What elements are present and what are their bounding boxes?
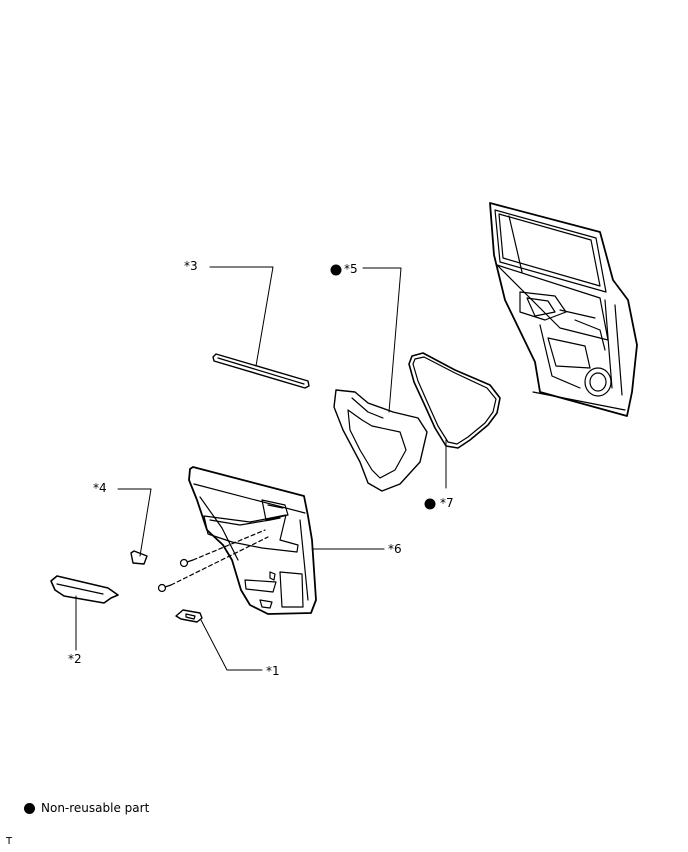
callout-7: *7 [440,496,454,510]
clip-leader-dashed-upper [192,529,266,561]
door-trim-board [188,466,317,615]
clip-lower [157,583,172,593]
callout-5: *5 [344,262,358,276]
callout-1: *1 [266,664,280,678]
service-hole-cover [333,389,428,492]
non-reusable-dot-icon [24,802,35,814]
belt-moulding [212,353,310,389]
leader-4 [117,488,152,557]
figure-id: T [6,836,13,847]
callout-4: *4 [93,481,107,495]
rear-door-frame [489,202,638,417]
legend: Non-reusable part [24,801,149,815]
non-reusable-marker-7 [424,498,436,510]
leader-3 [209,266,274,367]
callout-3: *3 [184,259,198,273]
non-reusable-marker-5 [330,264,342,276]
leader-1 [200,619,263,671]
callout-6: *6 [388,542,402,556]
clip-upper [179,558,194,568]
leader-lines [75,266,447,671]
callout-2: *2 [68,652,82,666]
leader-5 [362,267,402,413]
legend-text: Non-reusable part [41,801,150,815]
power-window-switch [175,609,203,623]
small-cover [130,550,148,565]
door-weatherstrip [408,352,501,449]
armrest [50,575,119,604]
clip-leader-dashed-lower [170,536,269,586]
